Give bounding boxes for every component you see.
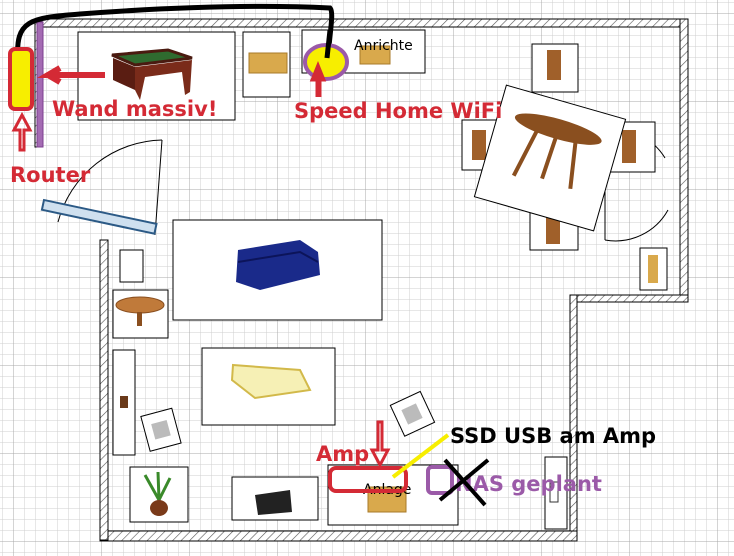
wall-label: Wand massiv! <box>52 97 217 121</box>
ssd-label: SSD USB am Amp <box>450 424 656 448</box>
round-table[interactable] <box>112 289 169 339</box>
router-label: Router <box>10 163 91 187</box>
router-highlight <box>8 47 34 111</box>
anrichte-label: Anrichte <box>354 38 413 54</box>
cube-speaker[interactable] <box>140 407 182 452</box>
shelf[interactable] <box>639 247 668 291</box>
wifi-arrow-icon <box>309 60 327 97</box>
chair[interactable] <box>531 43 579 93</box>
tv[interactable] <box>231 476 319 521</box>
amp-label: Amp <box>316 442 369 466</box>
coffee-table[interactable] <box>201 347 336 426</box>
wall-arrow-icon <box>36 65 105 85</box>
wall-cabinet[interactable] <box>112 349 136 456</box>
amp-arrow-icon <box>369 420 391 469</box>
plant[interactable] <box>129 466 189 523</box>
cable-end <box>324 29 333 59</box>
door-left[interactable] <box>40 139 163 236</box>
nas-label: NAS geplant <box>455 472 602 496</box>
cross-out-icon <box>438 458 490 507</box>
nas-device[interactable] <box>549 481 559 503</box>
dining-table[interactable] <box>473 84 627 232</box>
ssd-connector-line <box>391 433 450 479</box>
cable-line <box>15 3 335 61</box>
router-arrow-icon <box>11 111 33 152</box>
solid-wall-marker <box>36 21 44 148</box>
nas-highlight <box>426 465 454 495</box>
sideboard[interactable] <box>242 31 291 98</box>
small-cabinet[interactable] <box>119 249 144 283</box>
speed-home-wifi-label: Speed Home WiFi <box>294 99 502 123</box>
amp-highlight <box>328 466 408 493</box>
cube-speaker[interactable] <box>389 390 436 437</box>
sofa[interactable] <box>172 219 383 321</box>
